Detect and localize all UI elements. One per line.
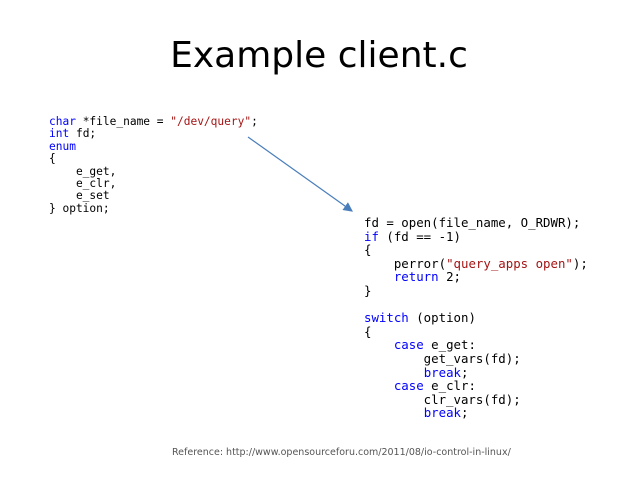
code-line: break; xyxy=(364,406,588,420)
code-line: get_vars(fd); xyxy=(364,352,588,366)
code-keyword: if xyxy=(364,228,379,244)
code-text: fd; xyxy=(69,127,97,141)
code-string: "/dev/query" xyxy=(170,115,252,128)
code-text: ; xyxy=(461,405,469,421)
code-line: clr_vars(fd); xyxy=(364,391,588,407)
code-text: } option; xyxy=(49,201,110,215)
code-text: e_clr, xyxy=(49,177,117,191)
code-text: (option) xyxy=(408,310,476,326)
code-block-main-logic: fd = open(file_name, O_RDWR);if (fd == -… xyxy=(364,216,588,420)
code-line: { xyxy=(364,243,588,257)
code-line: { xyxy=(364,323,588,339)
code-text: 2; xyxy=(438,269,461,285)
code-line: { xyxy=(49,153,258,165)
code-text: } xyxy=(364,282,372,298)
code-keyword: break xyxy=(423,364,461,380)
arrow-line xyxy=(247,136,353,212)
code-text xyxy=(364,405,424,420)
code-keyword: case xyxy=(393,337,424,353)
code-string: "query_apps open" xyxy=(446,255,573,271)
code-keyword: case xyxy=(393,378,424,394)
code-line: perror("query_apps open"); xyxy=(364,255,588,271)
code-text: e_set xyxy=(49,189,110,203)
code-line: fd = open(file_name, O_RDWR); xyxy=(364,216,588,230)
code-line: e_get, xyxy=(49,164,258,178)
code-keyword: enum xyxy=(49,139,76,153)
code-line: break; xyxy=(364,364,588,380)
code-text: { xyxy=(49,152,56,166)
code-line: } option; xyxy=(49,201,258,215)
reference-text: Reference: http://www.opensourceforu.com… xyxy=(172,447,511,458)
code-text: e_get, xyxy=(49,164,117,178)
code-keyword: int xyxy=(49,127,70,141)
slide-title: Example client.c xyxy=(170,35,468,76)
code-line: case e_clr: xyxy=(364,379,588,393)
code-text: clr_vars(fd); xyxy=(364,391,521,407)
code-text: *file_name = xyxy=(75,115,171,128)
code-text: perror( xyxy=(364,255,447,271)
code-line: return 2; xyxy=(364,270,588,284)
code-keyword: char xyxy=(49,115,76,128)
code-text: fd = open(file_name, O_RDWR); xyxy=(364,215,581,230)
code-text: ; xyxy=(251,115,258,128)
code-text: { xyxy=(364,242,372,258)
code-line: switch (option) xyxy=(364,311,588,325)
code-line: char *file_name = "/dev/query"; xyxy=(49,115,258,128)
code-keyword: switch xyxy=(364,310,409,326)
code-line: if (fd == -1) xyxy=(364,228,588,244)
code-line: case e_get: xyxy=(364,338,588,352)
code-text: ); xyxy=(572,255,588,271)
code-line: } xyxy=(364,284,588,298)
code-line: int fd; xyxy=(49,128,258,140)
code-keyword: return xyxy=(393,269,439,285)
code-line xyxy=(364,298,588,312)
code-line: e_set xyxy=(49,190,258,202)
code-keyword: break xyxy=(423,405,461,421)
code-text: e_get: xyxy=(423,337,476,353)
code-text: { xyxy=(364,323,372,339)
code-text: ; xyxy=(461,364,469,380)
code-text: get_vars(fd); xyxy=(364,350,521,366)
code-line: e_clr, xyxy=(49,177,258,191)
code-line: enum xyxy=(49,139,258,153)
code-block-declarations: char *file_name = "/dev/query";int fd;en… xyxy=(49,115,258,215)
code-text: e_clr: xyxy=(423,378,476,394)
code-text: (fd == -1) xyxy=(378,228,461,244)
